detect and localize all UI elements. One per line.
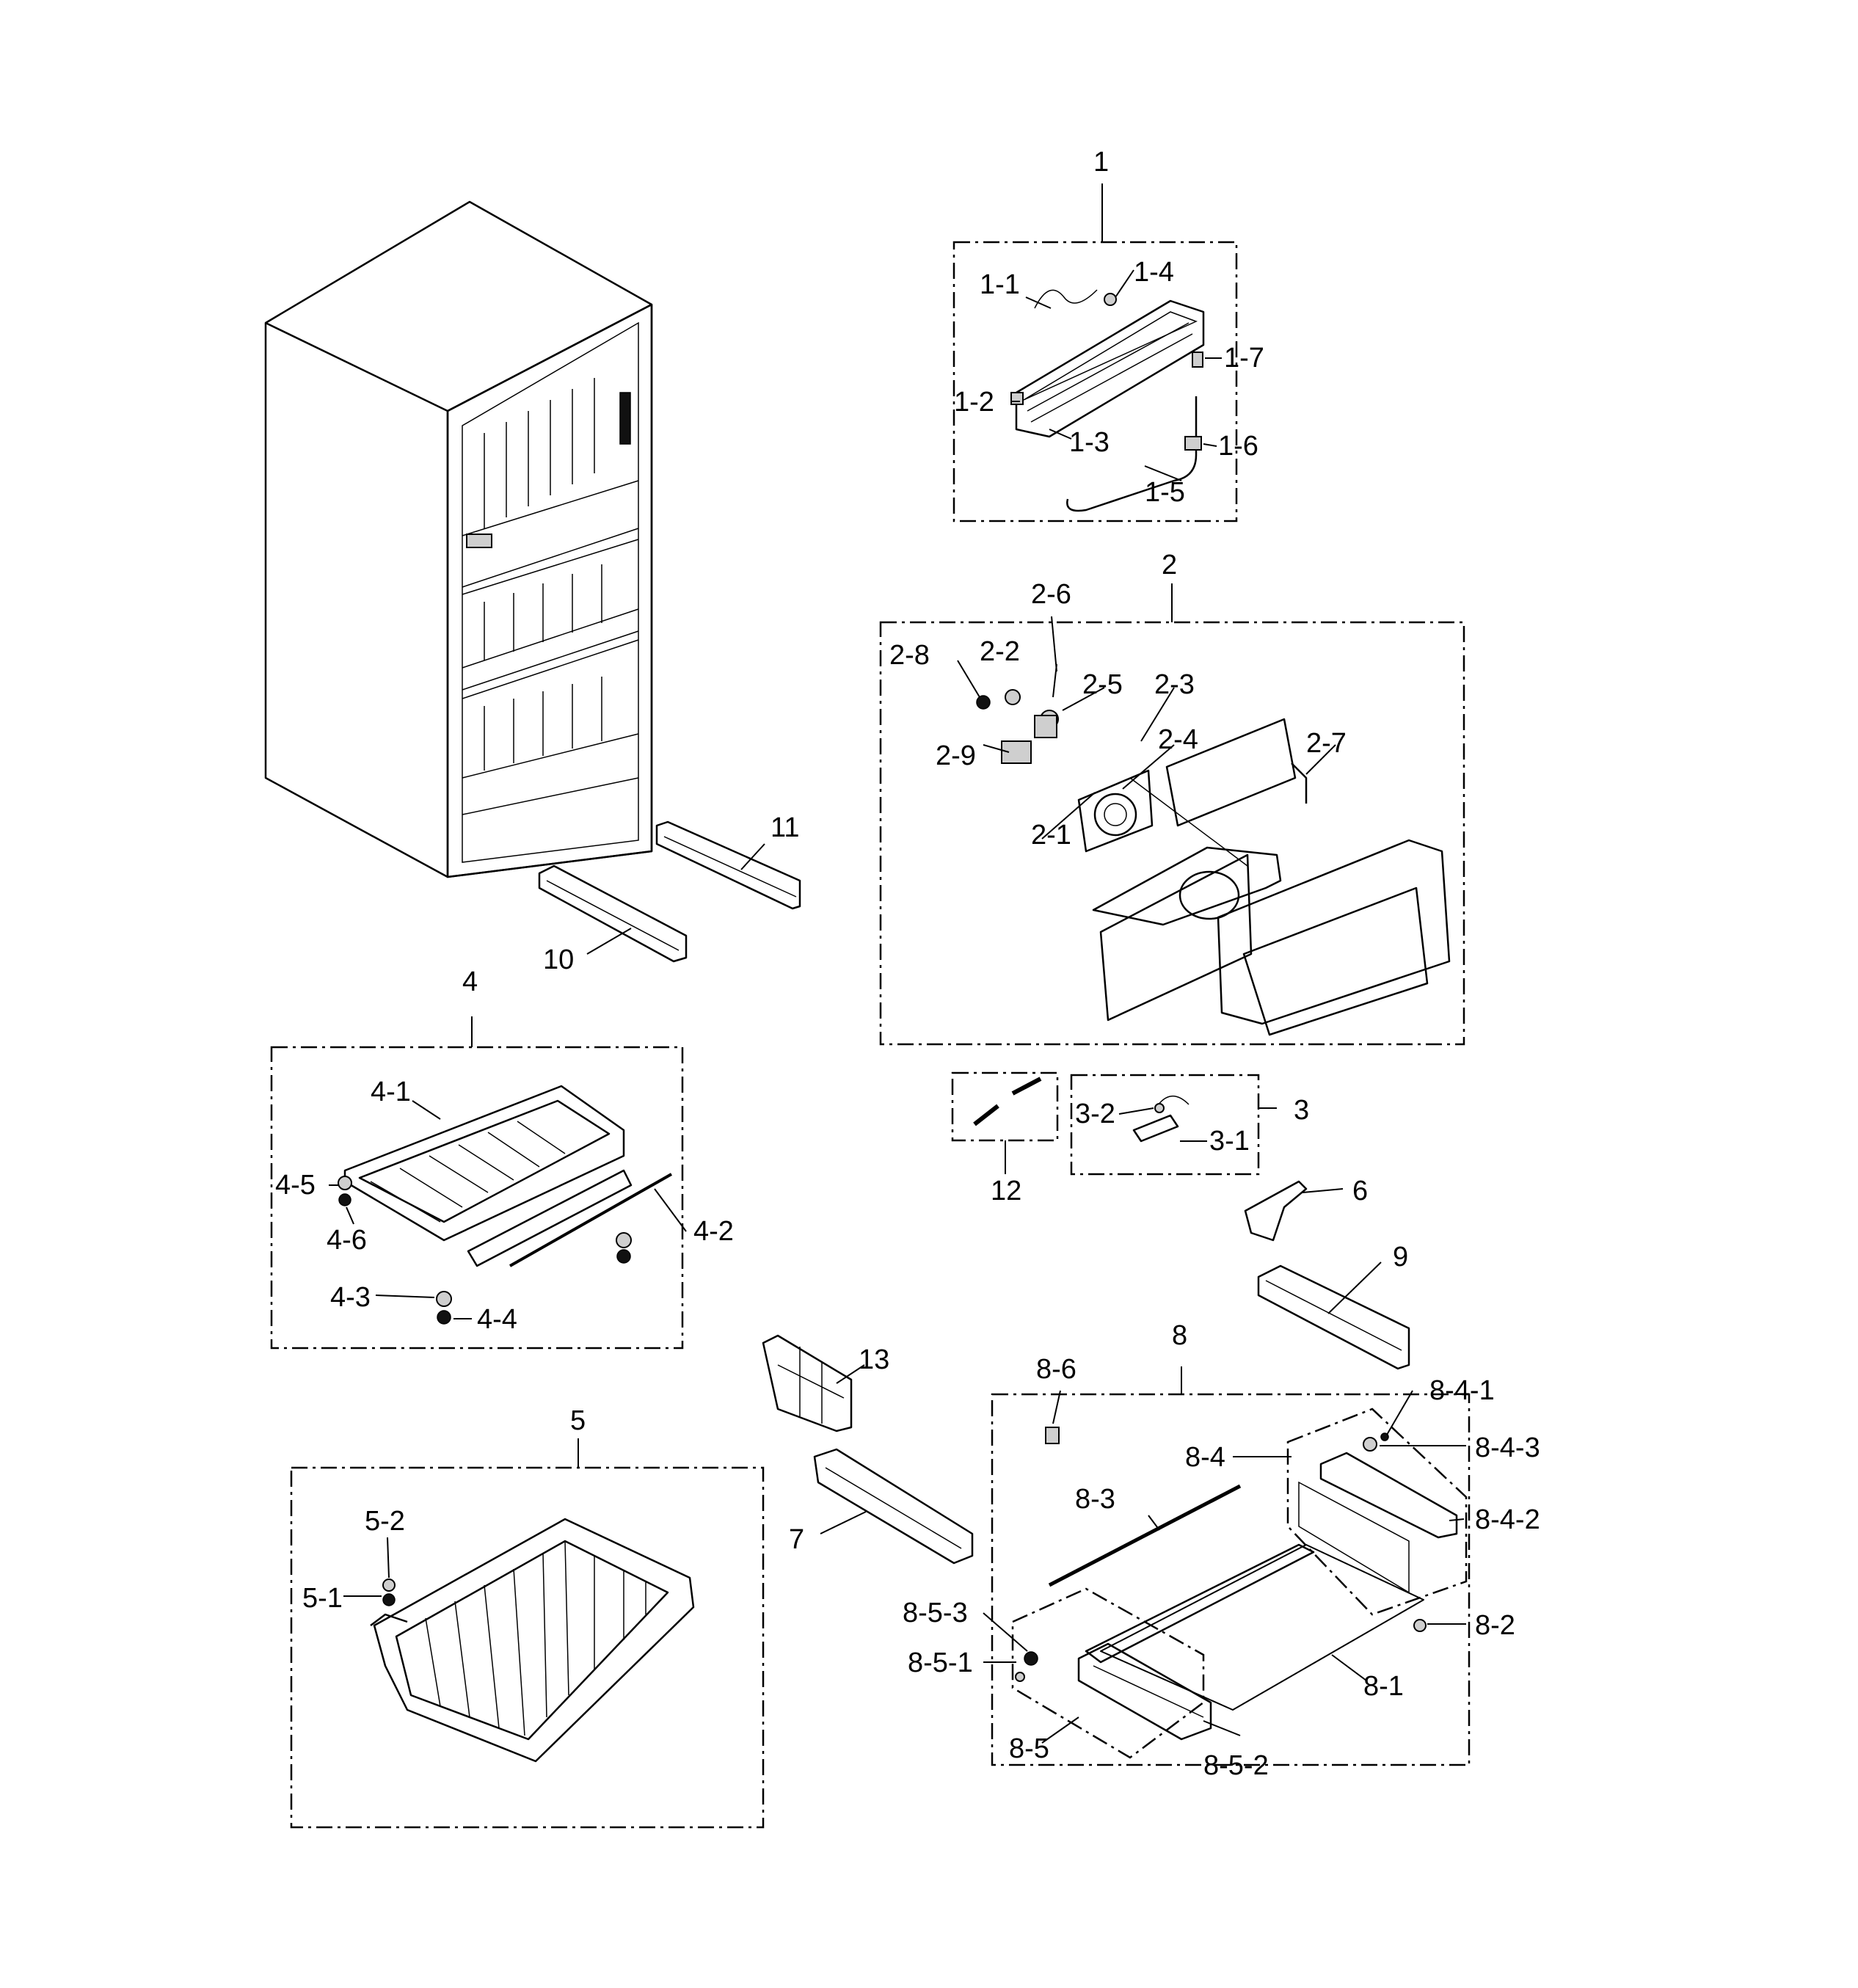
label-5: 5 [570, 1405, 586, 1436]
label-8-5-1: 8-5-1 [908, 1647, 973, 1678]
label-8-5: 8-5 [1009, 1733, 1049, 1764]
assembly-5 [290, 1438, 765, 1829]
label-8-4-3: 8-4-3 [1475, 1432, 1540, 1463]
part-10 [538, 864, 688, 963]
label-8-4-1: 8-4-1 [1429, 1375, 1495, 1406]
part-6 [1244, 1180, 1344, 1242]
label-2-4: 2-4 [1158, 724, 1198, 755]
part-11 [655, 820, 801, 910]
label-8-1: 8-1 [1363, 1671, 1404, 1702]
label-2: 2 [1162, 550, 1177, 580]
assembly-1 [952, 183, 1238, 523]
label-1-3: 1-3 [1069, 427, 1110, 458]
label-4-5: 4-5 [275, 1170, 316, 1201]
label-4-2: 4-2 [693, 1216, 734, 1247]
part-12 [951, 1071, 1059, 1174]
assembly-2 [879, 583, 1465, 1046]
label-8-5-3: 8-5-3 [903, 1598, 968, 1628]
label-3-2: 3-2 [1075, 1099, 1115, 1129]
label-8-5-2: 8-5-2 [1203, 1750, 1269, 1781]
label-2-5: 2-5 [1082, 669, 1123, 700]
label-5-2: 5-2 [365, 1506, 405, 1537]
label-6: 6 [1352, 1176, 1368, 1206]
part-9 [1257, 1261, 1410, 1370]
label-8-4-2: 8-4-2 [1475, 1504, 1540, 1535]
label-12: 12 [991, 1176, 1021, 1206]
label-3: 3 [1294, 1095, 1309, 1126]
label-8-2: 8-2 [1475, 1610, 1515, 1641]
label-7: 7 [789, 1524, 804, 1555]
label-9: 9 [1393, 1242, 1408, 1272]
label-4-3: 4-3 [330, 1282, 371, 1313]
label-5-1: 5-1 [302, 1583, 343, 1614]
label-2-3: 2-3 [1154, 669, 1195, 700]
label-10: 10 [543, 944, 574, 975]
label-1-2: 1-2 [954, 387, 994, 418]
part-7 [813, 1448, 974, 1565]
label-11: 11 [770, 812, 799, 843]
assembly-8 [983, 1366, 1471, 1766]
label-1-6: 1-6 [1218, 431, 1258, 462]
label-2-7: 2-7 [1306, 728, 1347, 759]
label-2-6: 2-6 [1031, 579, 1071, 610]
refrigerator-cabinet [264, 200, 653, 878]
label-1-1: 1-1 [980, 269, 1020, 300]
label-1: 1 [1093, 147, 1109, 178]
label-2-2: 2-2 [980, 636, 1020, 667]
label-13: 13 [859, 1344, 889, 1375]
label-2-1: 2-1 [1031, 820, 1071, 851]
label-4-1: 4-1 [371, 1077, 411, 1107]
label-1-4: 1-4 [1134, 257, 1174, 288]
label-1-5: 1-5 [1145, 477, 1185, 508]
callout-labels: 1 1-1 1-4 1-7 1-2 1-3 1-6 1-5 2 2-6 2-8 … [275, 147, 1540, 1781]
label-4-6: 4-6 [327, 1225, 367, 1256]
label-8: 8 [1172, 1320, 1187, 1351]
label-2-9: 2-9 [936, 740, 976, 771]
label-4: 4 [462, 966, 478, 997]
part-13 [762, 1334, 865, 1432]
assembly-3 [1070, 1074, 1277, 1176]
label-8-3: 8-3 [1075, 1484, 1115, 1515]
label-2-8: 2-8 [889, 640, 930, 671]
label-8-4: 8-4 [1185, 1442, 1225, 1473]
label-1-7: 1-7 [1224, 343, 1264, 374]
label-3-1: 3-1 [1209, 1126, 1250, 1157]
label-8-6: 8-6 [1036, 1354, 1076, 1385]
assembly-4 [270, 1016, 687, 1350]
label-4-4: 4-4 [477, 1304, 517, 1335]
